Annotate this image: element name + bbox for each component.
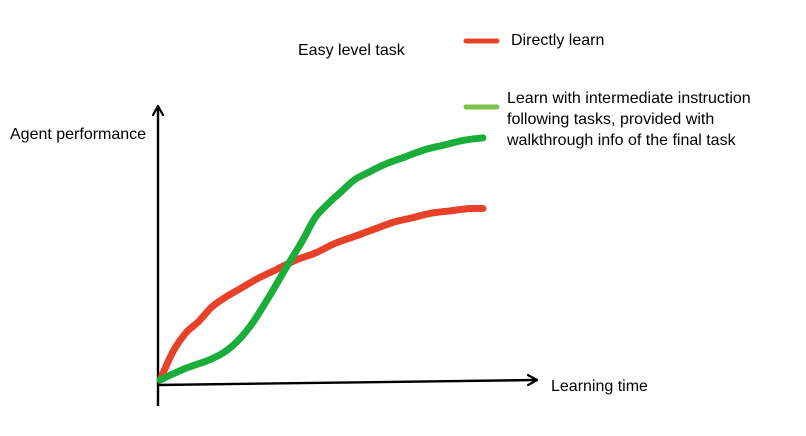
legend-label-directly-learn: Directly learn <box>511 32 604 49</box>
series-line-intermediate-instruction <box>156 134 487 384</box>
chart-title: Easy level task <box>298 42 406 59</box>
series-layer <box>156 134 487 384</box>
legend: Directly learn Learn with intermediate i… <box>463 32 751 149</box>
x-axis <box>157 380 537 387</box>
x-axis-label: Learning time <box>551 378 648 395</box>
series-line-directly-learn <box>156 204 487 384</box>
axes <box>158 106 537 406</box>
y-axis-label: Agent performance <box>10 126 146 143</box>
